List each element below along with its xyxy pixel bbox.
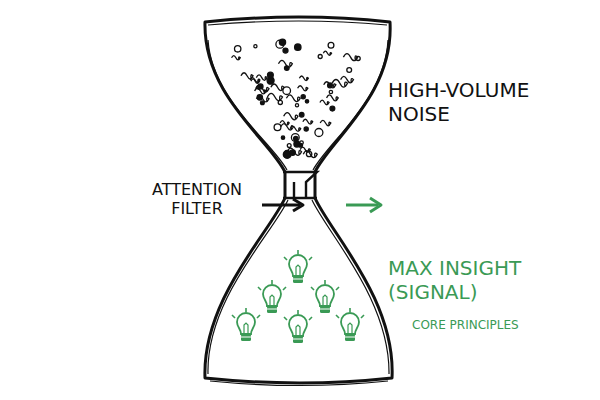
noise-particle xyxy=(283,87,291,95)
noise-particle xyxy=(341,76,354,82)
filter-arrow xyxy=(262,204,300,207)
noise-particle xyxy=(251,79,260,83)
noise-particle xyxy=(241,73,253,79)
noise-particle xyxy=(291,134,299,142)
noise-particle xyxy=(271,84,284,91)
signal-label: MAX INSIGHT (SIGNAL) xyxy=(388,256,538,304)
noise-particle xyxy=(303,119,313,124)
noise-particle xyxy=(347,68,352,73)
filter-label: ATTENTION FILTER xyxy=(138,180,256,218)
noise-particle xyxy=(318,55,322,59)
noise-particle xyxy=(279,39,285,45)
noise-particle xyxy=(284,113,298,120)
filter-arrowhead xyxy=(293,199,303,211)
lightbulb-icons xyxy=(232,250,364,343)
signal-arrow xyxy=(346,204,378,207)
noise-particle xyxy=(299,113,304,118)
noise-particle xyxy=(324,82,336,88)
noise-label: HIGH-VOLUME NOISE xyxy=(388,78,558,126)
noise-particle xyxy=(303,151,317,158)
noise-particle xyxy=(268,72,274,78)
noise-particle xyxy=(235,46,241,52)
noise-particle xyxy=(304,127,308,131)
noise-particle xyxy=(328,42,334,48)
noise-particle xyxy=(295,44,301,50)
noise-particle xyxy=(315,129,323,137)
neck-funnel xyxy=(283,172,317,198)
neck-funnel xyxy=(293,182,295,198)
noise-particle xyxy=(254,45,257,48)
noise-particle xyxy=(285,66,290,71)
noise-particle xyxy=(232,56,241,60)
noise-particle xyxy=(323,51,331,55)
noise-particle xyxy=(283,48,288,53)
noise-particle xyxy=(327,95,339,101)
noise-particle xyxy=(281,136,284,139)
noise-particle xyxy=(301,95,305,99)
noise-particle xyxy=(287,144,291,148)
noise-particle xyxy=(320,100,329,105)
noise-particle xyxy=(256,85,269,92)
noise-particle xyxy=(287,148,301,155)
sketch-strokes xyxy=(208,21,389,386)
noise-particle xyxy=(299,143,303,147)
noise-particle xyxy=(295,104,298,107)
noise-particle xyxy=(286,95,300,102)
noise-particle xyxy=(343,54,357,61)
noise-particle xyxy=(280,121,289,126)
noise-particle xyxy=(261,101,265,105)
noise-particle xyxy=(298,86,308,91)
noise-particle xyxy=(257,86,261,90)
noise-particle xyxy=(274,124,281,131)
noise-particle xyxy=(320,120,331,125)
noise-particles xyxy=(232,39,361,158)
noise-particle xyxy=(330,106,335,111)
noise-particle xyxy=(306,151,311,156)
signal-arrowhead xyxy=(370,198,381,212)
noise-particle xyxy=(267,93,282,101)
principles-label: CORE PRINCIPLES xyxy=(412,318,582,332)
noise-particle xyxy=(257,95,262,100)
hourglass-outline xyxy=(205,17,392,383)
noise-particle xyxy=(332,79,347,87)
noise-particle xyxy=(305,100,308,103)
noise-particle xyxy=(329,90,332,93)
noise-particle xyxy=(299,76,308,80)
